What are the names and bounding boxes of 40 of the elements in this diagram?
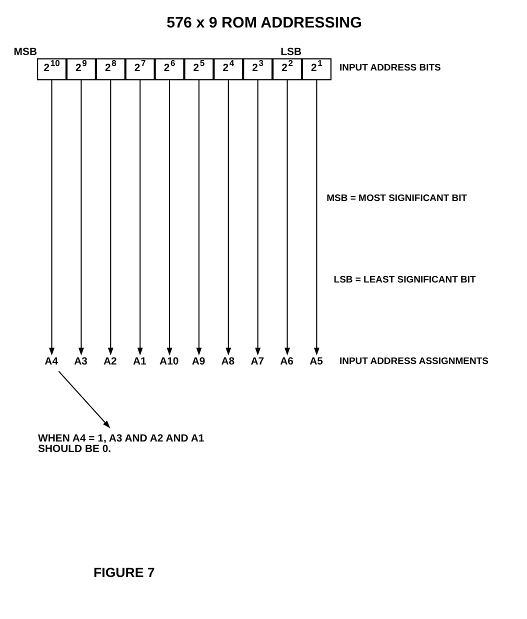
node-text: A5 <box>309 356 322 368</box>
diagram-title: 576 x 9 ROM ADDRESSING <box>166 14 362 32</box>
arrow <box>225 80 231 356</box>
caption: FIGURE 7 <box>93 564 154 580</box>
node-box: 2$^{6}$ <box>154 58 184 80</box>
node-box: 2$^{2}$ <box>272 58 302 80</box>
node-text: A8 <box>220 356 234 368</box>
node-text: A2 <box>103 356 116 368</box>
node-box: 2$^{9}$ <box>66 58 96 80</box>
node-box: 2$^{4}$ <box>213 58 243 80</box>
arrow <box>136 80 142 356</box>
arrow <box>313 80 319 356</box>
node-box: 2$^{1}$ <box>301 58 331 80</box>
arrow <box>166 80 172 356</box>
label: LSB = LEAST SIGNIFICANT BIT <box>333 274 476 286</box>
node-label: LSB <box>280 46 301 58</box>
node-text: A3 <box>74 356 87 368</box>
arrow <box>58 370 110 428</box>
node-text: A6 <box>280 356 293 368</box>
node-box: 2$^{10}$ <box>36 58 66 80</box>
arrow <box>107 80 113 356</box>
node-box: 2$^{5}$ <box>184 58 214 80</box>
label: MSB = MOST SIGNIFICANT BIT <box>326 192 467 204</box>
label: INPUT ADDRESS BITS <box>338 62 440 74</box>
node-box: 2$^{7}$ <box>124 58 154 80</box>
node-box: 2$^{8}$ <box>95 58 125 80</box>
node-text: A1 <box>132 356 146 368</box>
node-text: A10 <box>159 356 178 368</box>
node-label: MSB <box>13 46 36 58</box>
arrow <box>78 80 84 356</box>
node-text: WHEN A4 = 1, A3 AND A2 AND A1 SHOULD BE 0. <box>38 433 204 455</box>
node-text: A7 <box>250 356 264 368</box>
label: INPUT ADDRESS ASSIGNMENTS <box>338 356 488 368</box>
node-text: A4 <box>44 356 58 368</box>
node-text: A9 <box>191 356 205 368</box>
arrow <box>48 80 54 356</box>
arrow <box>196 80 202 356</box>
node-box: 2$^{3}$ <box>242 58 272 80</box>
arrow <box>254 80 260 356</box>
arrow <box>284 80 290 356</box>
